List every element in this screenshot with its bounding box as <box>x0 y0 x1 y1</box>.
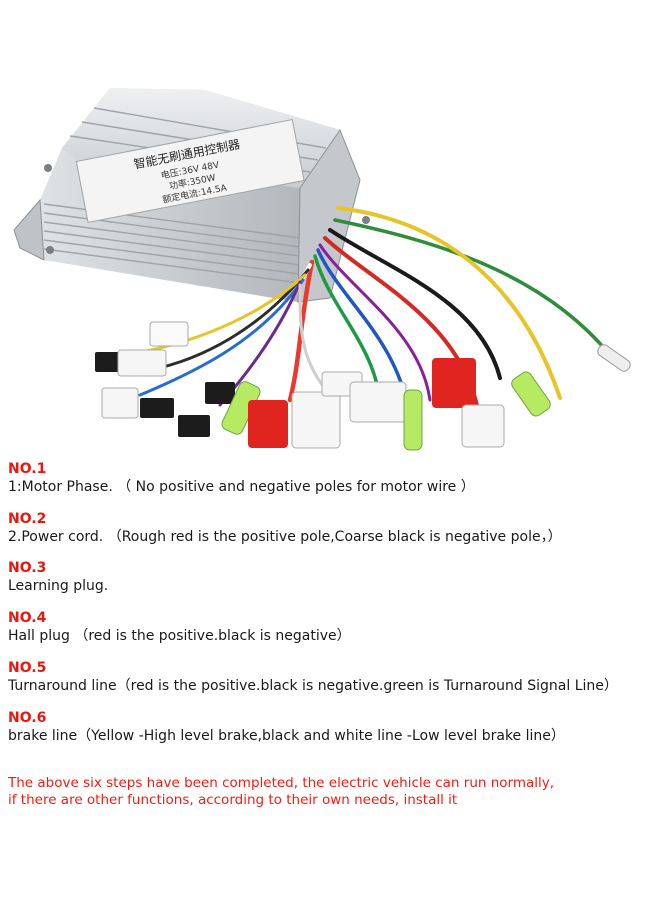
install-note-line-1: The above six steps have been completed,… <box>8 775 555 791</box>
section-text: Turnaround line（red is the positive.blac… <box>8 678 618 694</box>
wire-harness <box>118 206 612 422</box>
install-note-line-2: if there are other functions, according … <box>8 792 458 808</box>
controller-product-photo: 智能无刷通用控制器 电压:36V 48V 功率:350W 额定电流:14.5A <box>13 88 631 451</box>
section-heading: NO.5 <box>8 660 47 676</box>
section-heading: NO.2 <box>8 511 47 527</box>
connector-plugs <box>95 321 631 451</box>
section-text: Learning plug. <box>8 578 109 594</box>
section-heading: NO.6 <box>8 710 47 726</box>
section-text: brake line（Yellow -High level brake,blac… <box>8 728 565 744</box>
section-heading: NO.1 <box>8 461 47 477</box>
section-text: 1:Motor Phase. （ No positive and negativ… <box>8 479 475 495</box>
section-heading: NO.3 <box>8 560 47 576</box>
section-heading: NO.4 <box>8 610 47 626</box>
section-text: 2.Power cord. （Rough red is the positive… <box>8 529 562 545</box>
section-text: Hall plug （red is the positive.black is … <box>8 628 351 644</box>
